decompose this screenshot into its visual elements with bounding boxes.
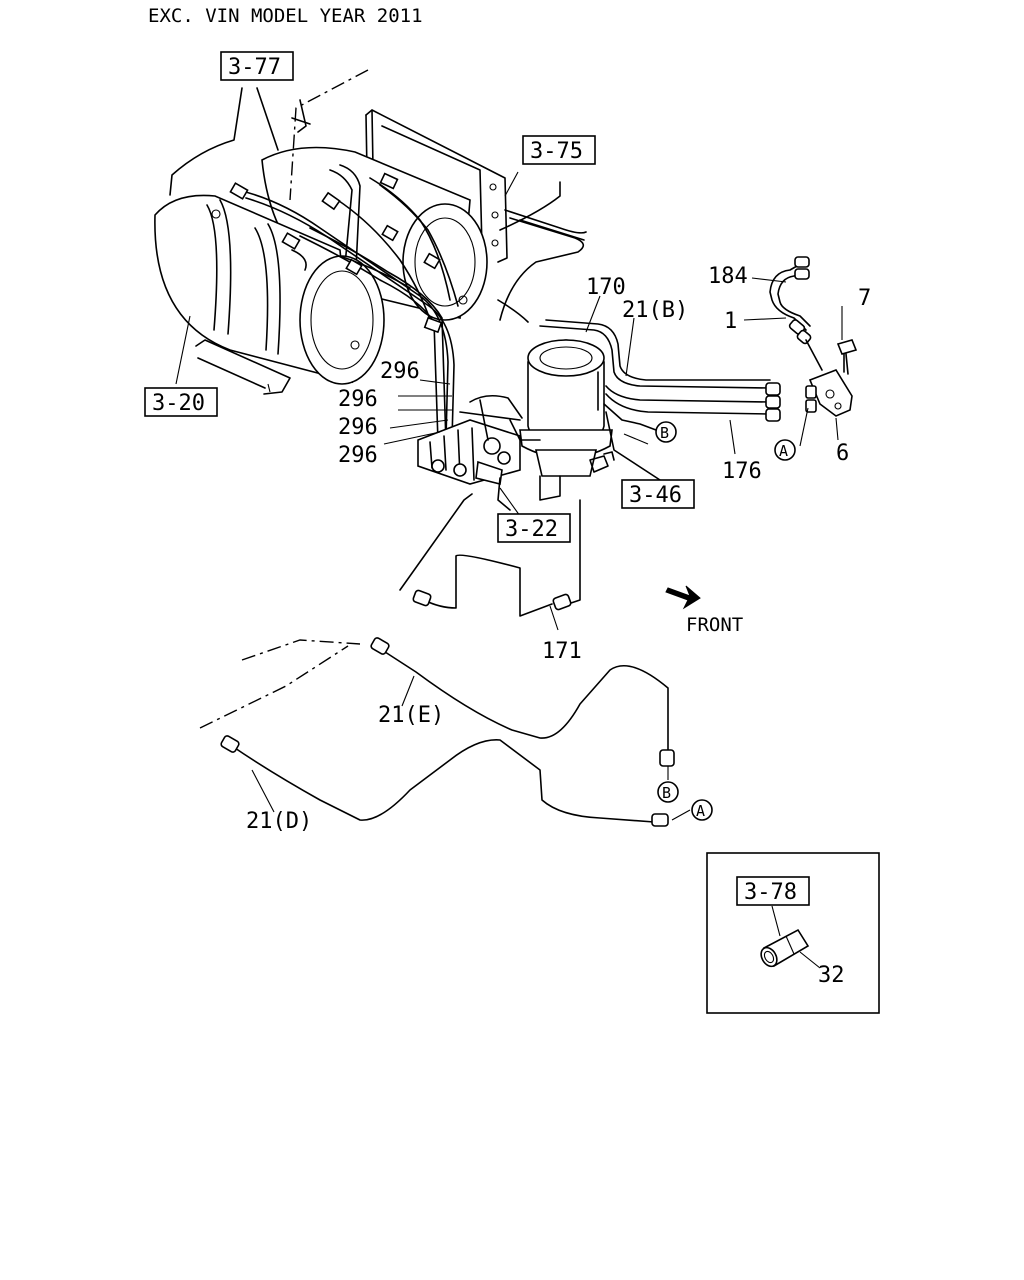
ref-box-3-77[interactable]: 3-77 [220, 51, 294, 81]
marker-b-lower: B [657, 781, 679, 803]
marker-b-upper: B [655, 421, 677, 443]
diagram-title: EXC. VIN MODEL YEAR 2011 [148, 5, 423, 27]
brake-lines-lower [199, 493, 675, 827]
marker-a-lower: A [691, 799, 713, 821]
ref-label-3-46: 3-46 [629, 483, 682, 508]
ref-box-3-20[interactable]: 3-20 [144, 387, 218, 417]
detail-inset: 3-78 32 [706, 852, 880, 1014]
svg-text:B: B [660, 424, 669, 442]
ref-label-3-75: 3-75 [530, 139, 583, 164]
part-label-170: 170 [586, 275, 626, 300]
part-label-176: 176 [722, 459, 762, 484]
part-label-1: 1 [724, 309, 737, 334]
svg-text:A: A [779, 442, 788, 460]
part-label-296-1: 296 [380, 359, 420, 384]
part-label-296-2: 296 [338, 387, 378, 412]
svg-text:B: B [662, 784, 671, 802]
svg-text:A: A [696, 802, 705, 820]
ref-label-3-78: 3-78 [744, 880, 797, 905]
fitting-32-icon [760, 928, 810, 968]
part-label-171: 171 [542, 639, 582, 664]
front-label: FRONT [686, 614, 743, 636]
ref-label-3-20: 3-20 [152, 391, 205, 416]
front-arrow-icon [665, 585, 701, 610]
part-label-184: 184 [708, 264, 748, 289]
air-tank-assembly [154, 69, 508, 395]
part-label-296-3: 296 [338, 415, 378, 440]
ref-box-3-22[interactable]: 3-22 [497, 513, 571, 543]
ref-label-3-77: 3-77 [228, 55, 281, 80]
part-label-7: 7 [858, 286, 871, 311]
ref-label-3-22: 3-22 [505, 517, 558, 542]
air-dryer [417, 339, 615, 511]
pipe-bundle [229, 172, 587, 445]
leader-lines [175, 171, 843, 821]
part-label-21b: 21(B) [622, 298, 688, 323]
part-label-296-4: 296 [338, 443, 378, 468]
ref-box-3-78[interactable]: 3-78 [736, 876, 810, 906]
part-label-21e: 21(E) [378, 703, 444, 728]
part-label-21d: 21(D) [246, 809, 312, 834]
part-label-32: 32 [818, 963, 845, 988]
part-label-6: 6 [836, 441, 849, 466]
ref-box-3-46[interactable]: 3-46 [621, 479, 695, 509]
ref-box-3-75[interactable]: 3-75 [522, 135, 596, 165]
brake-lines-right [539, 256, 858, 481]
marker-a-upper: A [774, 439, 796, 461]
